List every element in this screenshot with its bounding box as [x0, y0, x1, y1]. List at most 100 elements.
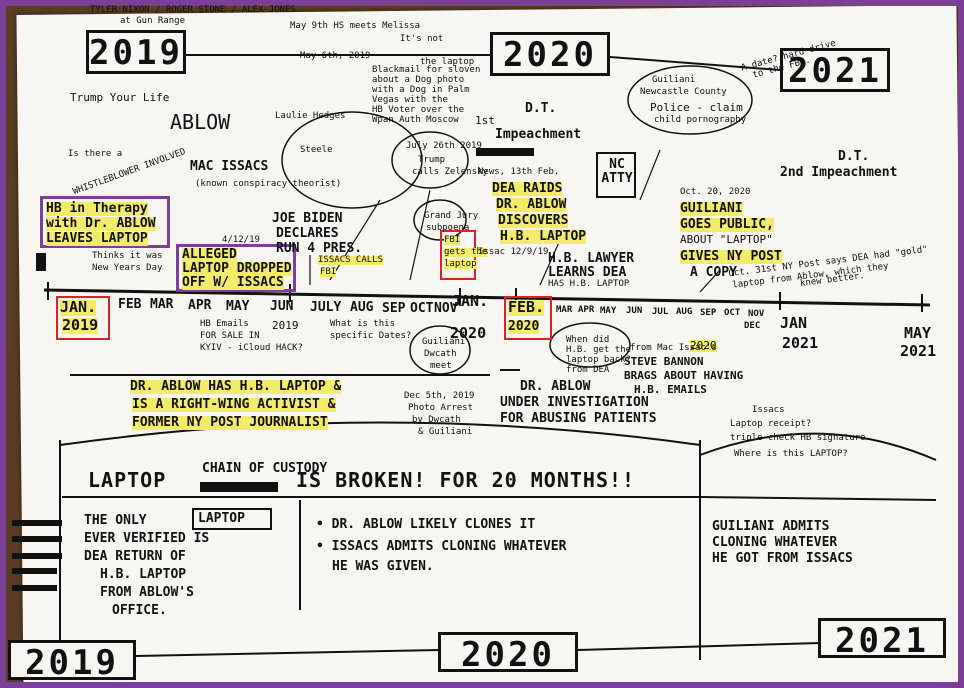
month-jul-2019: JULY: [310, 300, 342, 315]
july26: July 26th 2019: [406, 141, 482, 151]
grand-jury: Grand Jury: [424, 211, 479, 221]
when-did-4: from DEA: [566, 365, 610, 375]
ablow-has-1: DR. ABLOW HAS H.B. LAPTOP &: [130, 379, 342, 394]
year-2019-bottom: 2019: [8, 640, 136, 683]
note-mac-issacs: MAC ISSACS: [190, 159, 269, 174]
fbi-date: Issac 12/9/19: [478, 247, 549, 257]
dea-discovers: DISCOVERS: [498, 213, 569, 228]
month-jun-2020: JUN: [626, 306, 643, 316]
year-2019-top: 2019: [86, 30, 186, 74]
blackmail-5: HB Voter over the: [372, 105, 465, 115]
jan-2019-box: [56, 296, 110, 340]
triple-check: triple check HB signature: [730, 433, 866, 443]
hb-lawyer-1: H.B. LAWYER: [548, 251, 635, 266]
what-is-this: What is this: [330, 319, 396, 329]
note-names: TYLER NIXON / ROGER STONE / ALEX JONES: [90, 5, 296, 15]
month-mar-2020: MAR: [556, 305, 573, 315]
month-oct-2020: OCT: [724, 308, 741, 318]
brags: BRAGS ABOUT HAVING: [624, 369, 744, 382]
ablow-inv-1: DR. ABLOW: [520, 379, 591, 394]
month-aug-2020: AUG: [676, 307, 693, 317]
giuliani-public-3: ABOUT "LAPTOP": [680, 233, 773, 246]
giuliani-admits-1: GUILIANI ADMITS: [712, 519, 830, 534]
year-may-2021: 2021: [900, 342, 937, 360]
blackmail-4: Vegas with the: [372, 95, 448, 105]
blackmail-1: Blackmail for sloven: [372, 65, 481, 75]
alleged-box: [176, 244, 296, 292]
specific-dates: specific Dates?: [330, 331, 412, 341]
ablow-inv-3: FOR ABUSING PATIENTS: [500, 411, 657, 426]
dt2-label: D.T.: [838, 149, 870, 164]
biden-2: DECLARES: [276, 226, 339, 241]
yr-2019-mid: 2019: [272, 319, 299, 332]
dec-3: by Dwcath: [412, 415, 461, 425]
guiliani-meet-1: Guiliani: [422, 337, 466, 347]
note-is-there: Is there a: [68, 149, 123, 159]
kyiv-cloud: KYIV - iCloud HACK?: [200, 343, 303, 353]
dea-hb-laptop: H.B. LAPTOP: [500, 229, 587, 244]
date-4-12: 4/12/19: [222, 235, 260, 245]
month-jan-2019: JAN.: [60, 298, 97, 316]
year-jan-2020: 2020: [450, 324, 487, 342]
note-may6: May 6th, 2019: [300, 51, 371, 61]
year-jan-2019: 2019: [62, 316, 99, 334]
thinks-1: Thinks it was: [92, 251, 163, 261]
giuliani-bubble-2: Newcastle County: [640, 87, 727, 97]
bullet-2: • ISSACS ADMITS CLONING WHATEVER: [316, 539, 567, 554]
dec-2: Photo Arrest: [408, 403, 474, 413]
note-may9: May 9th HS meets Melissa: [290, 21, 421, 31]
month-jan-2020: JAN.: [452, 292, 489, 310]
year-2020-mid: 2020: [690, 339, 717, 352]
note-the-laptop: the laptop: [420, 57, 475, 67]
only-1: THE ONLY: [84, 513, 147, 528]
giuliani-public-2: GOES PUBLIC,: [680, 217, 774, 232]
laptop-receipt: Laptop receipt?: [730, 419, 812, 429]
giuliani-bubble-3: Police - claim: [650, 101, 743, 114]
dea-raids: DEA RAIDS: [492, 181, 563, 196]
giuliani-public-1: GUILIANI: [680, 201, 743, 216]
where-laptop: Where is this LAPTOP?: [734, 449, 848, 459]
dt1-first: 1st: [475, 114, 495, 127]
issacs-laptop: Issacs: [752, 405, 785, 415]
news-13-feb: News, 13th Feb.: [478, 167, 560, 177]
laptop-title: LAPTOP: [88, 468, 167, 492]
biden-1: JOE BIDEN: [272, 211, 343, 226]
month-jul-2020: JUL: [652, 307, 669, 317]
hb-lawyer-3: HAS H.B. LAPTOP: [548, 279, 630, 289]
giuliani-bubble-1: Guiliani: [652, 75, 696, 85]
month-feb-2019: FEB: [118, 297, 142, 312]
blackmail-2: about a Dog photo: [372, 75, 465, 85]
month-mar-2019: MAR: [150, 297, 174, 312]
nc-atty-box: [596, 152, 636, 198]
note-ablow: ABLOW: [170, 110, 231, 134]
month-sep-2020: SEP: [700, 308, 717, 318]
steve-bannon: STEVE BANNON: [624, 355, 704, 368]
month-may-2019: MAY: [226, 299, 250, 314]
only-2: EVER VERIFIED IS: [84, 531, 210, 546]
giuliani-admits-2: CLONING WHATEVER: [712, 535, 838, 550]
year-2021-bottom: 2021: [818, 618, 946, 661]
month-dec-2020: DEC: [744, 321, 761, 331]
fbi-gets-1: FBI: [444, 235, 461, 246]
only-6: OFFICE.: [112, 603, 167, 618]
fbi-gets-2: gets the: [444, 247, 488, 258]
giuliani-bubble-4: child pornography: [654, 115, 747, 125]
hb-lawyer-2: LEARNS DEA: [548, 265, 627, 280]
year-feb-2020: 2020: [508, 319, 540, 334]
dec-1: Dec 5th, 2019: [404, 391, 475, 401]
month-feb-2020: FEB.: [508, 298, 545, 316]
for-sale: FOR SALE IN: [200, 331, 260, 341]
month-nov-2020: NOV: [748, 309, 765, 319]
dea-ablow: DR. ABLOW: [496, 197, 567, 212]
when-did-2: H.B. get the: [566, 345, 632, 355]
laptop-box: [192, 508, 272, 530]
ablow-inv-2: UNDER INVESTIGATION: [500, 395, 649, 410]
giuliani-public-5: A COPY: [690, 265, 737, 280]
is-broken: IS BROKEN! FOR 20 MONTHS!!: [296, 468, 636, 492]
ladies-note: Laulie Hedges: [275, 111, 346, 121]
dec-4: & Guiliani: [418, 427, 473, 437]
note-its-not: It's not: [400, 34, 444, 44]
guiliani-meet-2: Dwcath: [424, 349, 457, 359]
note-trump-your-life: Trump Your Life: [70, 91, 170, 104]
issacs-fbi: FBI: [320, 267, 337, 278]
